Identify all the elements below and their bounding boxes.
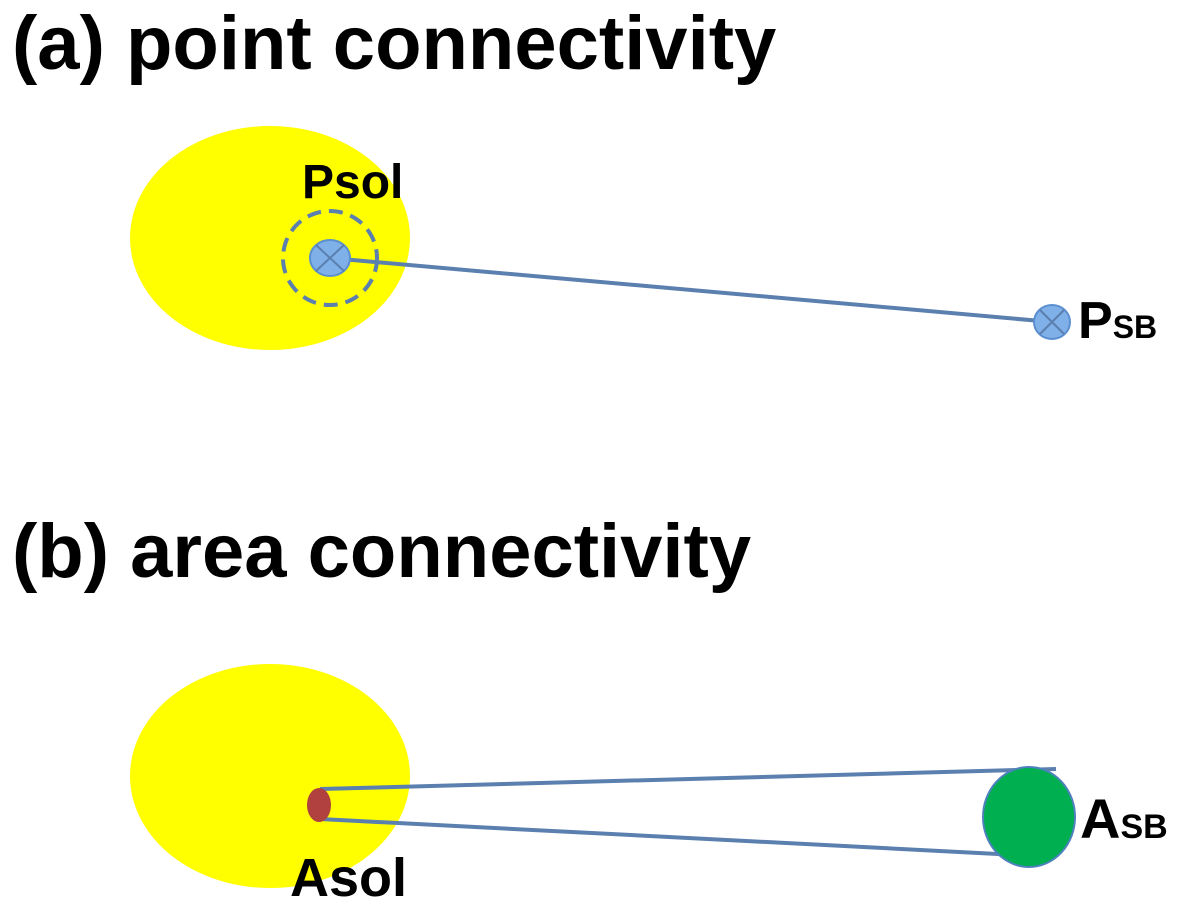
sun-disk-b — [130, 664, 410, 888]
psb-point-marker — [1033, 304, 1071, 340]
psol-point-marker — [309, 239, 351, 277]
psol-label: Psol — [302, 156, 403, 209]
asb-label-main: A — [1080, 787, 1120, 850]
panel-b-title: (b) area connectivity — [12, 509, 752, 594]
dashed-neighborhood-circle — [281, 209, 379, 307]
asol-label: Asol — [290, 848, 407, 903]
area-connection-line-lower — [319, 817, 1019, 857]
psb-label-subscript: SB — [1113, 309, 1157, 345]
asb-area-marker — [982, 766, 1076, 868]
asol-area-marker — [307, 788, 331, 822]
point-connection-line — [329, 256, 1053, 324]
panel-b: Asol ASB — [130, 664, 1168, 903]
panel-a-title: (a) point connectivity — [12, 1, 777, 86]
psb-label: PSB — [1078, 292, 1157, 350]
asb-label: ASB — [1080, 787, 1168, 850]
psb-label-main: P — [1078, 292, 1113, 350]
panel-a: Psol PSB — [130, 126, 1157, 350]
sun-disk-a — [130, 126, 410, 350]
asb-label-subscript: SB — [1120, 808, 1167, 846]
area-connection-line-upper — [319, 767, 1057, 791]
